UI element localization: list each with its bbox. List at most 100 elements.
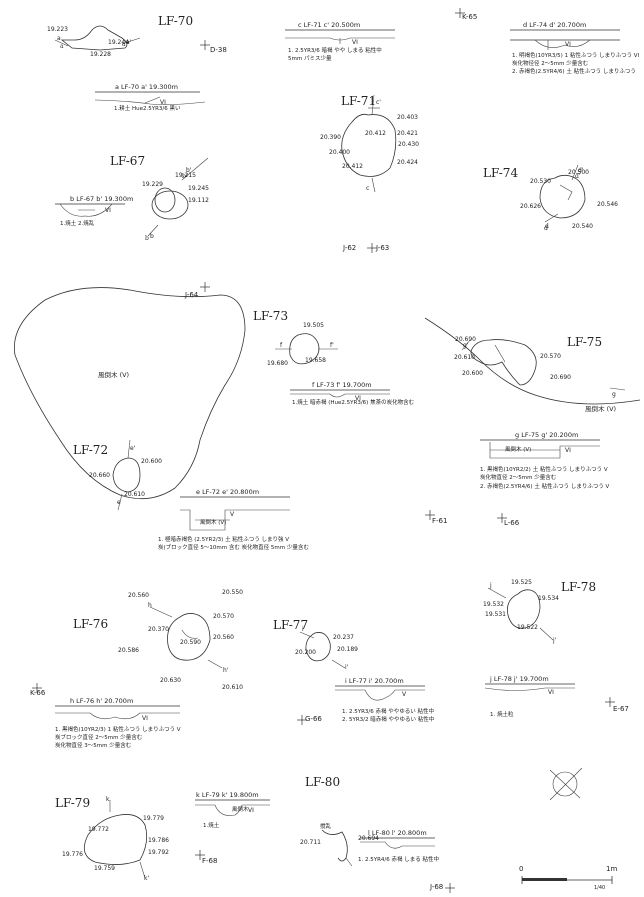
section-note: 炭(ブロック直径 5～10mm 含む 炭化物直径 5mm 少量含む [158, 545, 309, 551]
lf71-plan [341, 94, 397, 193]
grid-point-label: J-63 [376, 244, 390, 252]
plan-marker: b' [186, 167, 192, 174]
elevation-reading: 19.759 [94, 865, 115, 872]
plan-marker: i' [345, 664, 349, 671]
elevation-reading: 20.610 [454, 354, 475, 361]
section-header-lf74: d LF-74 d' 20.700m [523, 21, 587, 29]
elevation-reading: 20.500 [568, 169, 589, 176]
lf74-section [510, 29, 620, 50]
section-note: 1. 2.5YR3/6 暗褐 やや しまる 粘性中 [288, 48, 382, 54]
plan-marker: f [280, 342, 283, 349]
section-note: 炭化物直径 3～5mm 少量含む [55, 743, 132, 749]
elevation-reading: 19.245 [188, 185, 209, 192]
layer-code: VI [160, 99, 166, 106]
root-area-large [13, 287, 246, 500]
grid-point-label: L-66 [504, 519, 520, 527]
feature-label-lf78: LF-78 [561, 580, 597, 594]
plan-marker: a' [126, 39, 132, 46]
elevation-reading: 20.540 [572, 223, 593, 230]
layer-code: VI [565, 447, 571, 454]
elevation-reading: 19.534 [538, 595, 559, 602]
layer-code: VI [142, 715, 148, 722]
plan-marker: k [106, 796, 110, 803]
root-label: 風倒木 (V) [200, 520, 227, 526]
layer-code: VI [565, 41, 571, 48]
lf72-plan [112, 439, 141, 511]
layer-code: VI [355, 395, 361, 402]
feature-label-lf76: LF-76 [73, 617, 109, 631]
grid-point-label: D-38 [210, 46, 227, 54]
plan-marker: d [544, 225, 548, 232]
elevation-reading: 19.223 [47, 26, 68, 33]
elevation-reading: 20.570 [213, 613, 234, 620]
lf67-section [55, 203, 125, 217]
elevation-reading: 19.772 [88, 826, 109, 833]
plan-marker: g' [463, 342, 469, 349]
elevation-reading: 20.694 [358, 835, 379, 842]
grid-point-label: E-67 [613, 705, 629, 713]
elevation-reading: 19.680 [267, 360, 288, 367]
grid-point-label: K-65 [462, 13, 478, 21]
elevation-reading: 20.546 [597, 201, 618, 208]
elevation-reading: 20.690 [455, 336, 476, 343]
elevation-reading: 20.560 [128, 592, 149, 599]
elevation-reading: 20.610 [222, 684, 243, 691]
section-note: 1. 極暗赤褐色 (2.5YR2/3) 土 粘性ふつう しまり強 V [158, 537, 290, 543]
grid-point-label: K-66 [30, 689, 46, 697]
elevation-reading: 19.786 [148, 837, 169, 844]
section-note: 1. 2.5YR4/6 赤褐 しまる 粘性中 [358, 857, 440, 863]
lf79-plan [83, 800, 148, 879]
layer-code: VI [352, 39, 358, 46]
scale-end-label: 1m [606, 865, 618, 873]
lf79-section [195, 799, 270, 816]
section-header-lf77: i LF-77 i' 20.700m [345, 677, 404, 685]
lf73-section [290, 389, 390, 398]
grid-crosses [32, 8, 615, 893]
section-header-lf67: b LF-67 b' 19.300m [70, 195, 134, 203]
plan-marker: g [612, 391, 616, 398]
plan-marker: i [302, 626, 304, 633]
section-note: 1.焼土 [203, 823, 220, 829]
layer-code: VI [248, 807, 254, 814]
elevation-reading: 19.244 [108, 39, 129, 46]
elevation-reading: 20.660 [89, 472, 110, 479]
lf73-plan [275, 333, 338, 365]
elevation-reading: 20.711 [300, 839, 321, 846]
elevation-reading: 20.626 [520, 203, 541, 210]
elevation-reading: 20.690 [550, 374, 571, 381]
elevation-reading: 20.570 [540, 353, 561, 360]
plan-marker: h' [223, 667, 229, 674]
lf80-plan [321, 829, 353, 867]
section-note: 炭化物径径 2～5mm 少量含む [512, 61, 589, 67]
layer-code: V [230, 511, 235, 518]
scale-ratio-label: 1/40 [594, 885, 606, 891]
elevation-reading: 19.792 [148, 849, 169, 856]
section-note: 2. 赤褐色(2.5YR4/6) 土 粘性ふつう しまりふつう [512, 69, 636, 75]
grid-point-label: F-61 [432, 517, 448, 525]
root-label: 風倒木 (V) [585, 405, 617, 413]
svg-text:a': a' [122, 41, 128, 48]
elevation-reading: 19.522 [517, 624, 538, 631]
svg-text:a: a [60, 43, 64, 50]
section-header-lf75: g LF-75 g' 20.200m [515, 431, 579, 439]
elevation-reading: 20.610 [124, 491, 145, 498]
elevation-reading: 19.525 [511, 579, 532, 586]
feature-label-lf75: LF-75 [567, 335, 603, 349]
root-label: 撹乱 [320, 824, 332, 830]
elevation-reading: 20.370 [148, 626, 169, 633]
elevation-reading: 19.215 [175, 172, 196, 179]
elevation-reading: 19.776 [62, 851, 83, 858]
section-header-lf79: k LF-79 k' 19.800m [196, 791, 259, 799]
svg-text:d': d' [575, 173, 581, 180]
layer-code: VI [105, 207, 111, 214]
lf75-section [480, 439, 600, 459]
scale-bar [521, 876, 613, 884]
section-header-lf71: c LF-71 c' 20.500m [298, 21, 361, 29]
section-note: 1. 黒褐色(10YR2/2) 土 粘性ふつう しまりふつう V [480, 467, 608, 473]
layer-code: V [402, 691, 407, 698]
plan-marker: h [148, 602, 152, 609]
elevation-reading: 20.403 [397, 114, 418, 121]
elevation-reading: 20.600 [141, 458, 162, 465]
